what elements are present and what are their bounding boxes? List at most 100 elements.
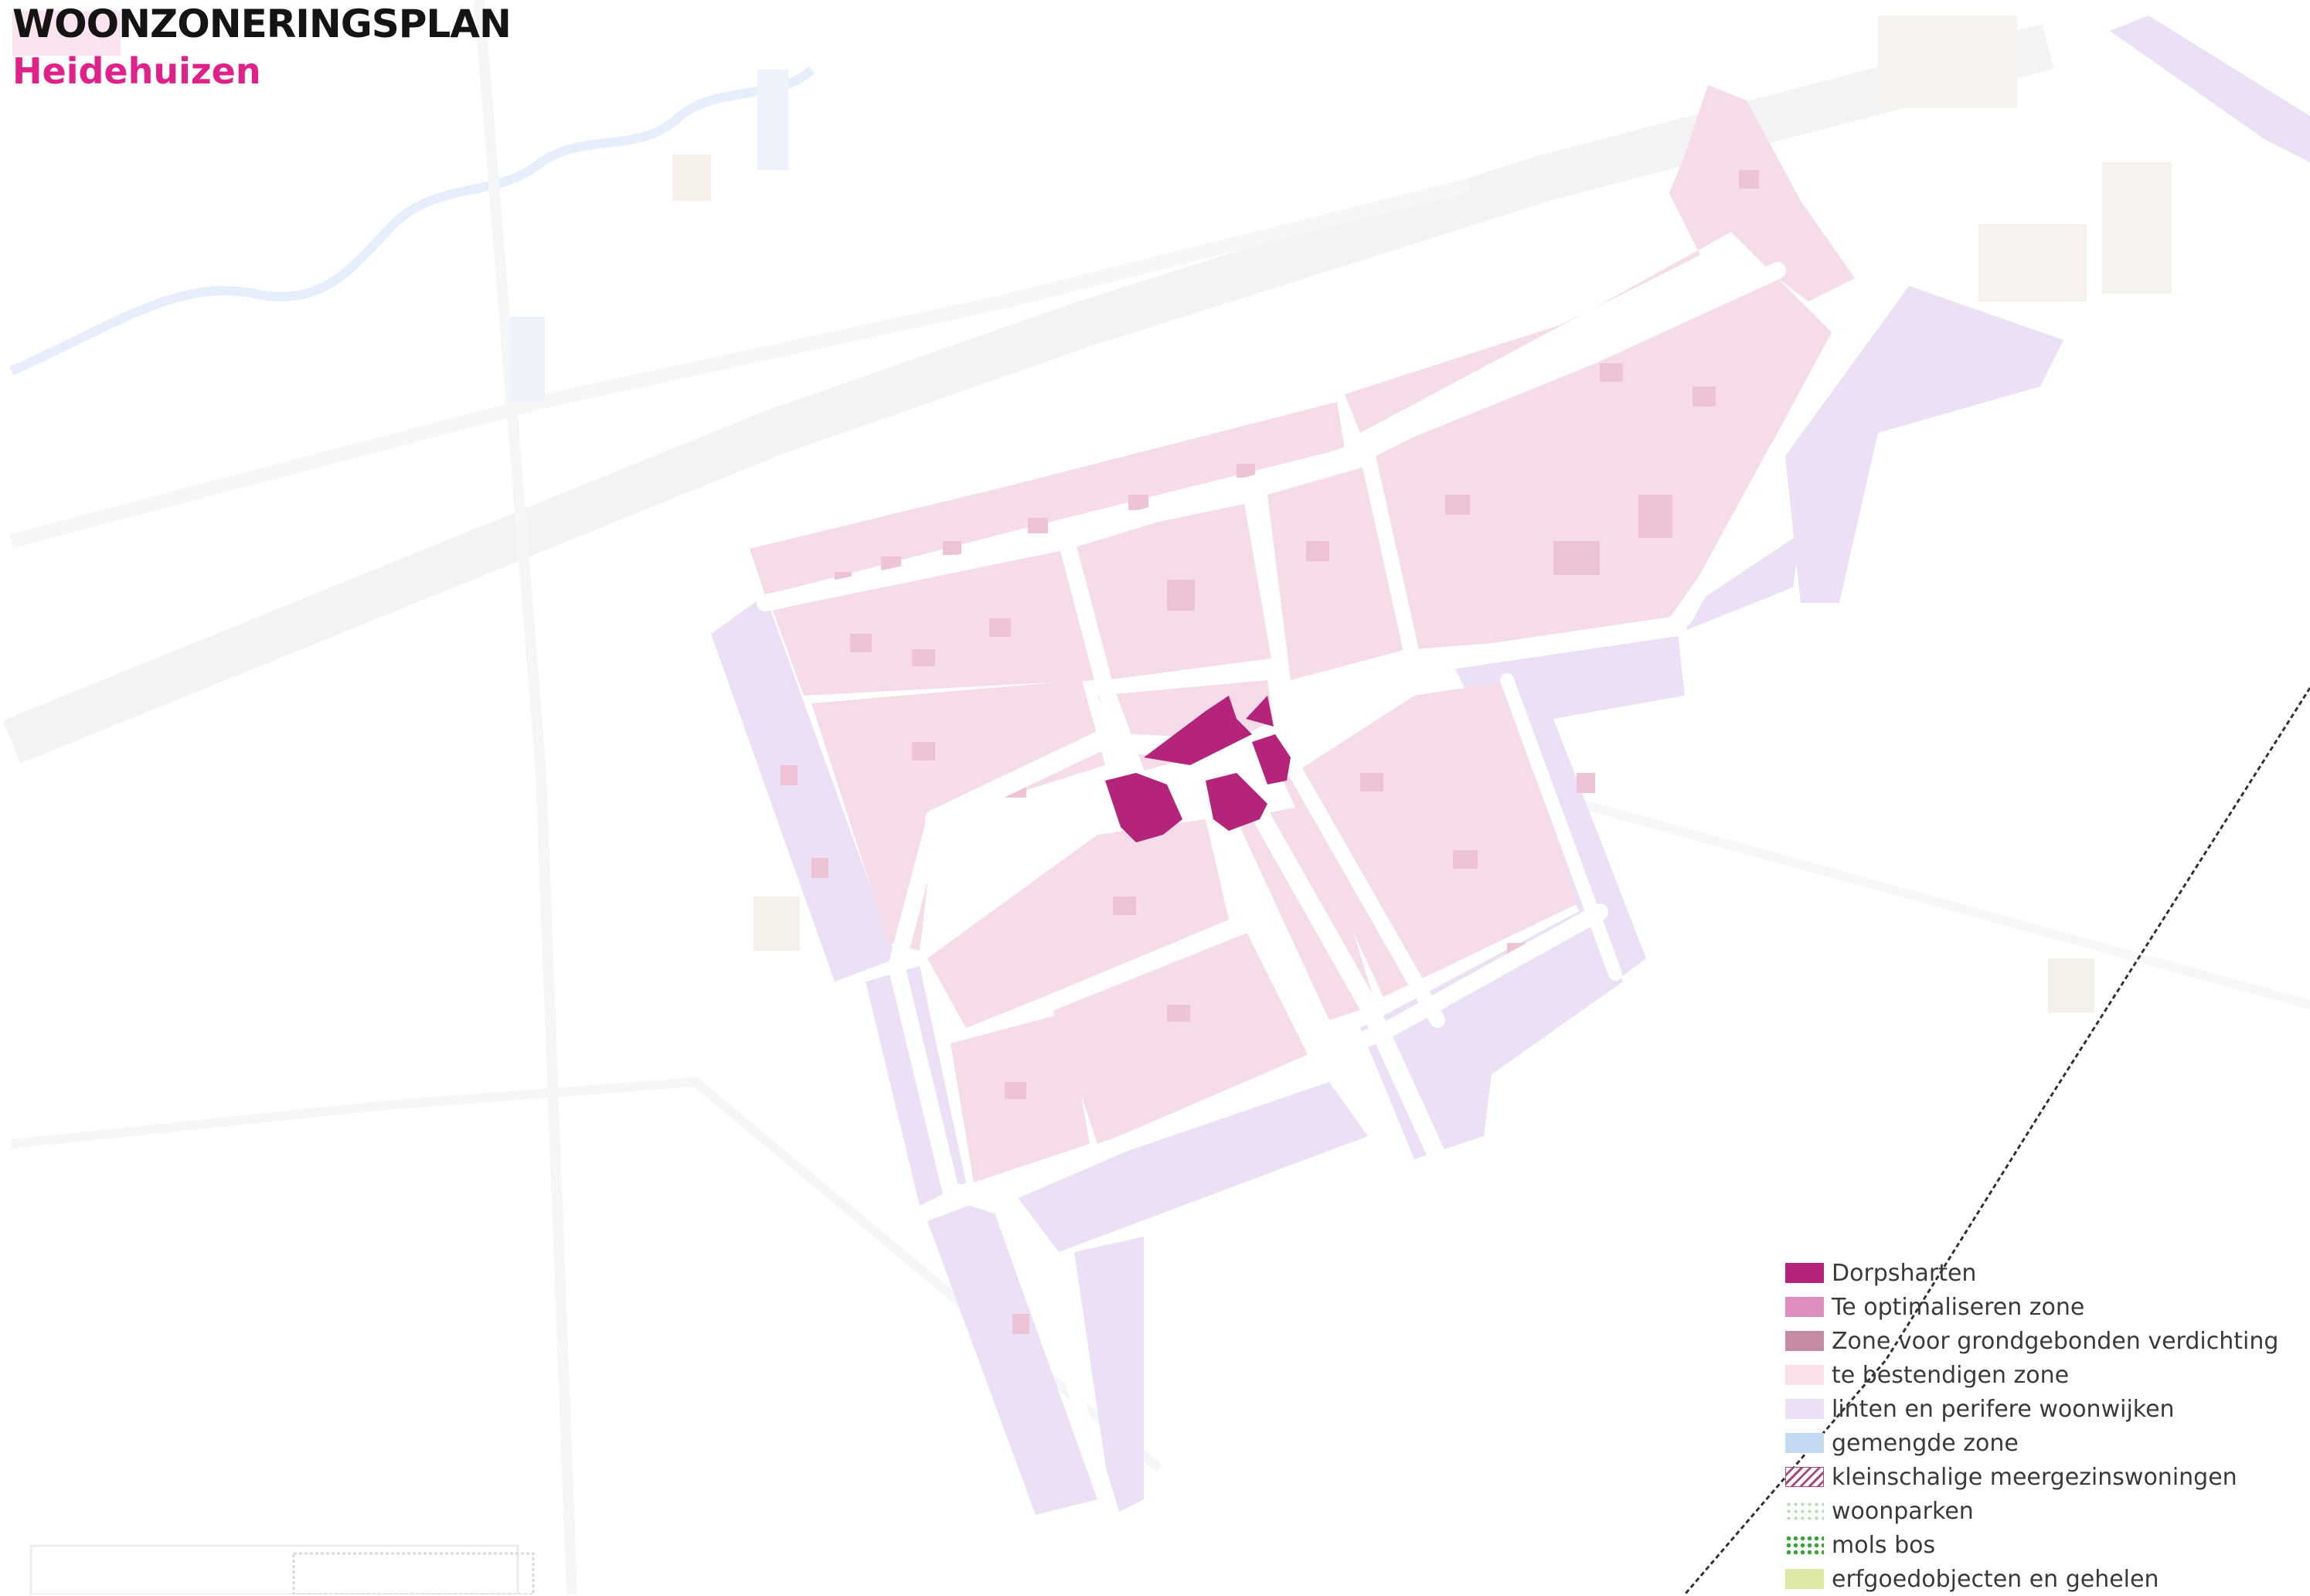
legend-label: Dorpsharten <box>1832 1259 1977 1287</box>
village-cores <box>1105 696 1291 842</box>
legend-label: woonparken <box>1832 1497 1974 1525</box>
building <box>1306 541 1329 561</box>
building <box>1028 518 1048 533</box>
village-core-west <box>1105 773 1182 842</box>
building <box>781 765 798 785</box>
legend-item-mols-bos: mols bos <box>1785 1528 2310 1562</box>
building <box>1739 170 1759 189</box>
background-road <box>1467 768 2310 1009</box>
legend-swatch-dotted <box>1785 1501 1824 1521</box>
perimeter-zone-south-ribbon <box>1074 1237 1144 1515</box>
legend-item-te-optimaliseren-zone: Te optimaliseren zone <box>1785 1290 2310 1324</box>
residential-zone-north <box>750 402 1345 595</box>
background-waterway <box>9 66 815 376</box>
background-road <box>9 179 1471 548</box>
road <box>757 262 1786 611</box>
road <box>1045 921 1250 1011</box>
village-core-center <box>1206 773 1267 831</box>
residential-zone-southeast-block <box>1283 680 1577 997</box>
map-legend: Dorpsharten Te optimaliseren zone Zone v… <box>1785 1256 2310 1596</box>
residential-zone-south-west <box>927 819 1229 1028</box>
road <box>1360 448 1422 672</box>
building <box>1005 1082 1026 1099</box>
legend-label: Te optimaliseren zone <box>1832 1293 2085 1321</box>
building <box>989 618 1011 637</box>
background-road <box>474 0 577 1594</box>
legend-label: te bestendigen zone <box>1832 1361 2070 1389</box>
legend-label: Zone voor grondgebonden verdichting <box>1832 1327 2279 1355</box>
perimeter-zone-south <box>927 1198 1097 1515</box>
village-core-north-east <box>1246 696 1274 727</box>
legend-swatch <box>1785 1569 1824 1589</box>
road <box>988 903 1608 1206</box>
building <box>1113 897 1136 915</box>
building <box>1553 541 1600 575</box>
background-road <box>11 1077 1162 1472</box>
village-core-east <box>1252 734 1291 784</box>
building <box>943 541 961 555</box>
legend-item-te-bestendigen-zone: te bestendigen zone <box>1785 1358 2310 1392</box>
legend-swatch <box>1785 1365 1824 1385</box>
building <box>912 649 935 666</box>
building <box>1128 495 1148 510</box>
road <box>925 616 1687 829</box>
title-highlight <box>12 11 121 56</box>
background-building <box>1878 15 2017 108</box>
road <box>1275 742 1445 1028</box>
road <box>887 811 1005 1214</box>
building <box>1237 464 1255 478</box>
perimeter-zone-southeast <box>1360 904 1623 1159</box>
residential-zone-central-north <box>773 541 1097 696</box>
background-building <box>672 155 711 201</box>
building <box>1012 1314 1029 1334</box>
road <box>1677 271 1909 626</box>
legend-label: gemengde zone <box>1832 1429 2019 1457</box>
background-building <box>510 317 545 402</box>
perimeter-zone-south-ribbon <box>1012 1082 1368 1252</box>
legend-label: kleinschalige meergezinswoningen <box>1832 1463 2237 1491</box>
building <box>1638 495 1672 538</box>
background-building <box>754 897 800 951</box>
building <box>1693 386 1716 407</box>
legend-swatch <box>1785 1399 1824 1419</box>
building <box>1360 773 1383 791</box>
background-parcel <box>292 1552 535 1594</box>
building <box>912 742 935 761</box>
legend-swatch-hatched <box>1785 1467 1824 1487</box>
legend-item-woonparken: woonparken <box>1785 1494 2310 1528</box>
legend-item-gemengde-zone: gemengde zone <box>1785 1426 2310 1460</box>
legend-label: erfgoedobjecten en gehelen <box>1832 1565 2159 1593</box>
background-building <box>757 70 788 170</box>
road <box>1227 764 1462 1200</box>
legend-item-kleinschalige-meergezinswoningen: kleinschalige meergezinswoningen <box>1785 1460 2310 1494</box>
residential-zone-west-block <box>811 680 1105 951</box>
road <box>1244 495 1291 688</box>
background-building <box>2048 958 2094 1012</box>
legend-swatch <box>1785 1331 1824 1351</box>
legend-label: linten en perifere woonwijken <box>1832 1395 2175 1423</box>
boundary-line <box>1683 687 2310 1594</box>
map-title: WOONZONERINGSPLAN <box>12 2 512 46</box>
building <box>811 858 828 878</box>
perimeter-zone-northeast-corner <box>2110 15 2310 162</box>
legend-item-linten-perifere-woonwijken: linten en perifere woonwijken <box>1785 1392 2310 1426</box>
map-subtitle: Heidehuizen <box>12 50 261 92</box>
perimeter-zone-northeast <box>1785 286 2063 603</box>
road <box>1021 1230 1120 1522</box>
legend-label: mols bos <box>1832 1531 1936 1559</box>
legend-swatch <box>1785 1263 1824 1283</box>
road <box>1500 673 1622 981</box>
legend-swatch <box>1785 1297 1824 1317</box>
building <box>850 634 872 652</box>
road <box>937 798 1019 825</box>
legend-item-grondgebonden-verdichting: Zone voor grondgebonden verdichting <box>1785 1324 2310 1358</box>
perimeter-zone-west <box>711 595 896 982</box>
legend-item-dorpsharten: Dorpsharten <box>1785 1256 2310 1290</box>
legend-swatch <box>1785 1433 1824 1453</box>
building <box>1600 363 1623 382</box>
residential-zone-north-east-strip <box>1345 85 1855 433</box>
building <box>1453 850 1478 869</box>
building <box>1167 1005 1190 1022</box>
building <box>1577 773 1595 793</box>
